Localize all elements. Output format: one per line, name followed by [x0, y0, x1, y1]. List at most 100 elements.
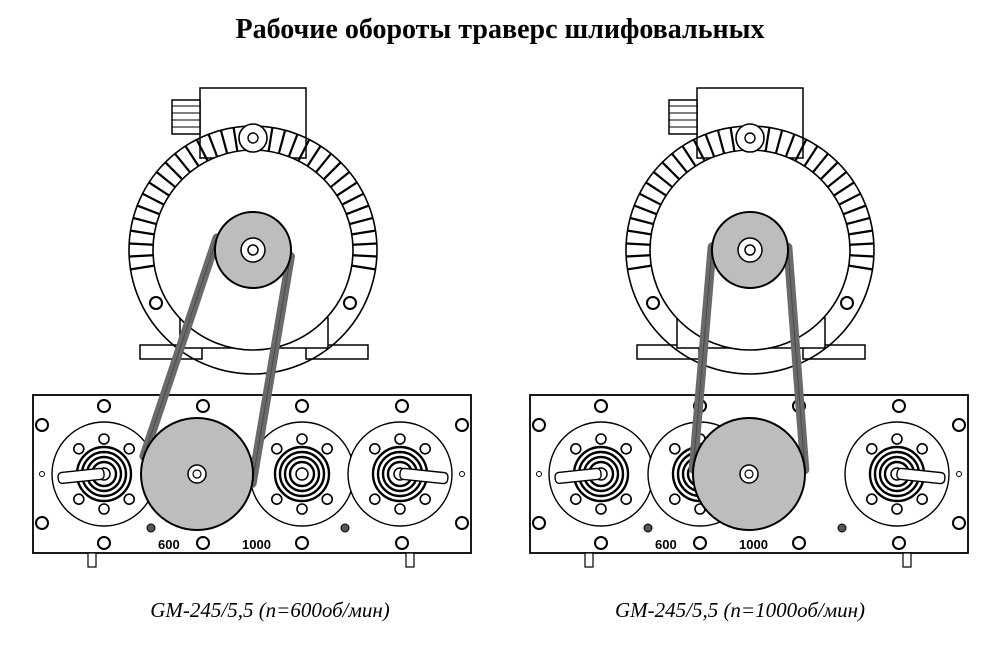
flange-bolt [98, 433, 110, 445]
flange-bolt [569, 493, 582, 506]
plate-small-hole [459, 471, 465, 477]
cable-gland [171, 99, 201, 135]
v-belt [139, 233, 222, 461]
motor-shaft [247, 244, 259, 256]
cooling-fin [627, 229, 652, 236]
label-600: 600 [158, 537, 180, 552]
cable-gland [668, 99, 698, 135]
flange-bolt [891, 503, 903, 515]
plate-hole [455, 418, 469, 432]
cooling-fin [629, 216, 654, 226]
cooling-fin [277, 129, 287, 154]
cooling-fin [764, 127, 771, 152]
plate-hole [693, 536, 707, 550]
cooling-fin [848, 264, 873, 271]
cooling-fin [349, 216, 374, 226]
plate-hole [35, 516, 49, 530]
cooling-fin [352, 242, 377, 246]
cooling-fin [336, 181, 358, 197]
cooling-fin [633, 204, 658, 216]
plate-hole [892, 399, 906, 413]
flange-bolt [123, 442, 135, 455]
cooling-fin [184, 145, 200, 167]
clamp-lever [57, 467, 105, 485]
flange-bolt [321, 442, 334, 455]
cooling-fin [803, 145, 819, 167]
plate-hole [455, 516, 469, 530]
lifting-eye-hole [744, 132, 756, 144]
cooling-fin [652, 171, 673, 188]
motor-shaft [744, 244, 756, 256]
cooling-fin [287, 133, 299, 158]
spindle-ring [283, 455, 321, 493]
flange-bolt [98, 503, 110, 515]
cooling-fin [794, 139, 808, 162]
plate-small-hole [39, 471, 45, 477]
plate-leg [405, 552, 415, 568]
flange-bolt [270, 493, 283, 506]
cooling-fin [341, 192, 364, 206]
belt-drive [139, 211, 295, 531]
flange-bolt [368, 493, 381, 506]
cooling-fin [827, 171, 848, 188]
caption-1000rpm: GM-245/5,5 (n=1000об/мин) [614, 598, 866, 622]
flange-bolt [595, 503, 607, 515]
flange-bolt [73, 442, 85, 455]
flange-bolt [270, 442, 283, 455]
v-belt-edge [143, 237, 218, 457]
cooling-fin [130, 264, 155, 271]
motor-bolt [149, 296, 163, 310]
motor-bolt [646, 296, 660, 310]
cooling-fin [671, 152, 688, 173]
cooling-fin [345, 204, 370, 216]
hex-nut [837, 523, 847, 533]
cooling-fin [315, 152, 332, 173]
motor [128, 87, 378, 375]
motor-bolt [840, 296, 854, 310]
cooling-fin [681, 145, 697, 167]
flange-bolt [891, 433, 903, 445]
flange-bolt [916, 493, 929, 506]
flange-bolt [569, 442, 582, 455]
flange-bolt [321, 493, 334, 506]
cooling-fin [297, 139, 311, 162]
cooling-fin [846, 216, 871, 226]
cooling-fin [142, 192, 165, 206]
plate-hole [97, 536, 111, 550]
cooling-fin [195, 139, 209, 162]
cooling-fin [639, 192, 662, 206]
cooling-fin [155, 171, 176, 188]
v-belt [783, 242, 810, 475]
cooling-fin [129, 254, 154, 258]
cooling-fin [627, 264, 652, 271]
cooling-fin [136, 204, 161, 216]
flange-bolt [73, 493, 85, 506]
hex-nut [146, 523, 156, 533]
cooling-fin [849, 254, 874, 258]
caption-600rpm: GM-245/5,5 (n=600об/мин) [150, 598, 390, 622]
motor-bolt [343, 296, 357, 310]
plate-hole [35, 418, 49, 432]
page-title: Рабочие обороты траверс шлифовальных [235, 14, 765, 45]
label-600: 600 [655, 537, 677, 552]
flange-bolt [394, 503, 406, 515]
cooling-fin [267, 127, 274, 152]
plate-hole [532, 516, 546, 530]
cooling-fin [704, 133, 716, 158]
cooling-fin [849, 242, 874, 246]
cooling-fin [129, 242, 154, 246]
cooling-fin [661, 161, 681, 181]
cooling-fin [833, 181, 855, 197]
cooling-fin [330, 171, 351, 188]
cooling-fin [232, 127, 239, 152]
v-belt [688, 242, 717, 474]
plate-hole [594, 399, 608, 413]
spindle-ring [273, 445, 331, 503]
flange-bolt [865, 442, 878, 455]
flange-bolt [668, 442, 681, 455]
v-belt [247, 251, 295, 488]
plate-small-hole [536, 471, 542, 477]
plate-hole [395, 399, 409, 413]
lifting-eye-hole [247, 132, 259, 144]
